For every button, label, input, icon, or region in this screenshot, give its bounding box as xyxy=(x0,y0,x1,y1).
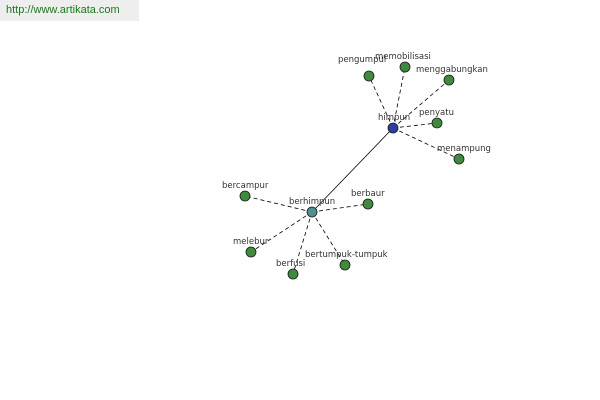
pengumpul-node-marker[interactable] xyxy=(363,70,375,82)
leaf-node-pengumpul[interactable]: pengumpul xyxy=(338,55,386,82)
edge-himpun-menampung xyxy=(392,127,460,160)
edge-himpun-menggabungkan xyxy=(392,79,450,129)
leaf-node-bercampur[interactable]: bercampur xyxy=(222,181,269,202)
menggabungkan-node-marker[interactable] xyxy=(443,74,455,86)
source-link[interactable]: http://www.artikata.com xyxy=(6,4,120,16)
leaf-node-memobilisasi[interactable]: memobilisasi xyxy=(375,52,431,73)
leaf-node-berfusi[interactable]: berfusi xyxy=(276,259,305,280)
berfusi-node-marker[interactable] xyxy=(287,268,299,280)
hub-node-berhimpun[interactable]: berhimpun xyxy=(289,197,335,218)
melebur-label: melebur xyxy=(233,237,269,247)
leaf-node-berbaur[interactable]: berbaur xyxy=(351,189,385,210)
leaf-node-bertumpuk-tumpuk[interactable]: bertumpuk-tumpuk xyxy=(305,250,388,271)
leaf-node-menampung[interactable]: menampung xyxy=(437,144,491,165)
melebur-node-marker[interactable] xyxy=(245,246,257,258)
edge-berhimpun-berbaur xyxy=(311,203,369,213)
edge-berhimpun-berfusi xyxy=(292,211,313,275)
edge-berhimpun-bertumpuk-tumpuk xyxy=(311,211,346,266)
himpun-node-marker[interactable] xyxy=(387,122,399,134)
penyatu-node-marker[interactable] xyxy=(431,117,443,129)
source-banner: http://www.artikata.com xyxy=(0,0,139,21)
edge-berhimpun-melebur xyxy=(250,211,313,253)
memobilisasi-label: memobilisasi xyxy=(375,52,431,62)
bercampur-label: bercampur xyxy=(222,181,269,191)
menampung-label: menampung xyxy=(437,144,491,154)
penyatu-label: penyatu xyxy=(419,108,454,118)
bertumpuk-tumpuk-node-marker[interactable] xyxy=(339,259,351,271)
hub-node-himpun[interactable]: himpun xyxy=(378,113,410,134)
bercampur-node-marker[interactable] xyxy=(239,190,251,202)
himpun-label: himpun xyxy=(378,113,410,123)
memobilisasi-node-marker[interactable] xyxy=(399,61,411,73)
leaf-node-melebur[interactable]: melebur xyxy=(233,237,269,258)
berhimpun-node-marker[interactable] xyxy=(306,206,318,218)
berfusi-label: berfusi xyxy=(276,259,305,269)
leaf-node-menggabungkan[interactable]: menggabungkan xyxy=(416,65,488,86)
edge-himpun-penyatu xyxy=(392,122,438,129)
edge-himpun-pengumpul xyxy=(368,75,394,129)
edge-berhimpun-bercampur xyxy=(244,195,313,213)
edge-himpun-berhimpun xyxy=(311,127,394,213)
berbaur-label: berbaur xyxy=(351,189,385,199)
bertumpuk-tumpuk-label: bertumpuk-tumpuk xyxy=(305,250,388,260)
pengumpul-label: pengumpul xyxy=(338,55,386,65)
edge-himpun-memobilisasi xyxy=(392,66,406,129)
berbaur-node-marker[interactable] xyxy=(362,198,374,210)
menampung-node-marker[interactable] xyxy=(453,153,465,165)
leaf-node-penyatu[interactable]: penyatu xyxy=(419,108,454,129)
berhimpun-label: berhimpun xyxy=(289,197,335,207)
menggabungkan-label: menggabungkan xyxy=(416,65,488,75)
edge-layer xyxy=(244,66,460,275)
